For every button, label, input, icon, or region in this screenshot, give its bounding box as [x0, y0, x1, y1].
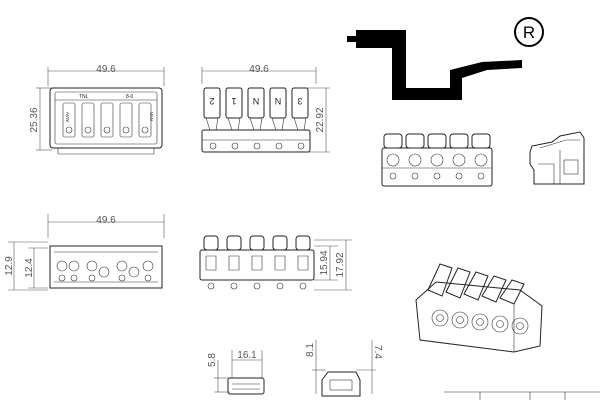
bottom-view-width-dim: 49.6 [96, 215, 116, 226]
title-block [444, 391, 600, 400]
small-end-view: 8.1 7.4 [305, 340, 383, 397]
brand-logo [347, 30, 522, 100]
top-view: 49.6 25.36 TNL 8-0 AVW VAN [29, 64, 165, 155]
small-side-view: 16.1 5.8 [207, 350, 265, 395]
registered-trademark-icon: R [514, 17, 544, 47]
top-view-marking-4: VAN [149, 112, 154, 121]
rear-view-outer-height-dim: 17.92 [335, 252, 346, 277]
front-view-slot-label-3: N [253, 96, 260, 106]
front-view-height-dim: 22.92 [315, 107, 326, 132]
rear-view: 15.94 17.92 [199, 235, 352, 291]
side-view [529, 131, 585, 185]
small-side-width-dim: 16.1 [237, 350, 257, 361]
front-view-slot-label-4: N [275, 96, 282, 106]
top-view-marking-1: TNL [79, 94, 89, 100]
front-view-width-dim: 49.6 [249, 64, 269, 75]
front-view-slot-label-2: 1 [231, 96, 236, 106]
small-end-left-height-dim: 8.1 [305, 343, 316, 357]
top-view-width-dim: 49.6 [96, 64, 116, 75]
rear-view-inner-height-dim: 15.94 [319, 250, 330, 275]
isometric-view [415, 263, 543, 353]
front-view: 49.6 22.92 2 1 N N 3 [201, 64, 330, 153]
front-elevation-view [381, 133, 493, 187]
front-view-slot-label-1: 2 [209, 96, 214, 106]
top-view-marking-3: AVW [65, 112, 70, 123]
bottom-view-inner-height-dim: 12.4 [24, 258, 35, 278]
bottom-view-outer-height-dim: 12.9 [4, 256, 15, 276]
registered-mark: R [523, 23, 535, 42]
bottom-view: 49.6 12.9 12.4 [4, 214, 165, 291]
small-side-height-dim: 5.8 [207, 353, 218, 367]
small-end-right-height-dim: 7.4 [372, 345, 383, 359]
front-view-slot-label-5: 3 [297, 96, 302, 106]
top-view-marking-2: 8-0 [126, 94, 133, 100]
top-view-height-dim: 25.36 [29, 107, 40, 132]
